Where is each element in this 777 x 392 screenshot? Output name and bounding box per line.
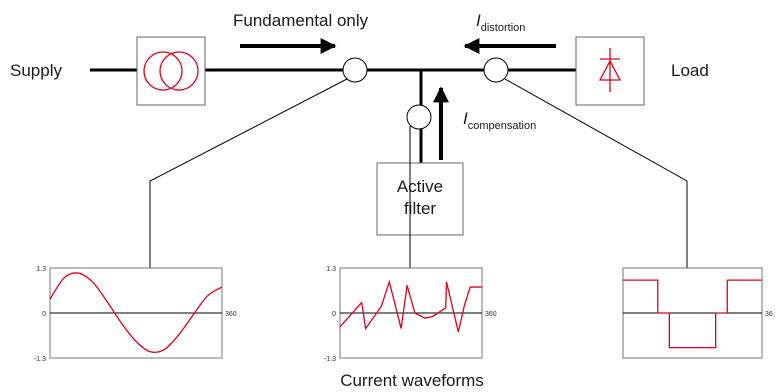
chart-load-current: 36 — [622, 267, 773, 359]
chart-xtick-label: 360 — [225, 311, 237, 318]
compensation-label: Icompensation — [463, 109, 536, 132]
chart-supply-current: 1.3 0 -1.3 360 — [34, 266, 237, 363]
chart-ytick-label: 1.3 — [36, 266, 46, 273]
chart-ytick-label: 1.3 — [326, 266, 336, 273]
chart-series-line — [49, 272, 223, 354]
waveforms-caption: Current waveforms — [340, 371, 484, 390]
leader-line-load — [504, 78, 688, 268]
transformer-box — [136, 36, 206, 106]
active-filter-box — [376, 162, 464, 236]
chart-ytick-label: 0 — [332, 311, 336, 318]
diode-rectifier-icon — [598, 48, 622, 92]
chart-ytick-label: -1.3 — [34, 356, 46, 363]
distortion-label: Idistortion — [476, 11, 525, 34]
chart-xtick-label: 360 — [485, 311, 497, 318]
filter-label-line1: Active — [397, 177, 443, 196]
load-label: Load — [671, 61, 709, 80]
fundamental-label: Fundamental only — [233, 11, 369, 30]
sensor-filter — [406, 104, 432, 130]
chart-series-line — [623, 279, 762, 349]
sensor-supply — [342, 57, 368, 83]
chart-series-line — [339, 279, 482, 333]
supply-label: Supply — [10, 61, 62, 80]
sensor-load — [483, 57, 509, 83]
chart-compensation-current: 1.3 0 -1.3 360 — [324, 266, 497, 363]
filter-label-line2: filter — [404, 199, 436, 218]
chart-ytick-label: -1.3 — [324, 356, 336, 363]
chart-ytick-label: 0 — [42, 311, 46, 318]
chart-xtick-label: 36 — [765, 311, 773, 318]
transformer-icon — [143, 51, 199, 91]
leader-line-supply — [149, 78, 348, 268]
